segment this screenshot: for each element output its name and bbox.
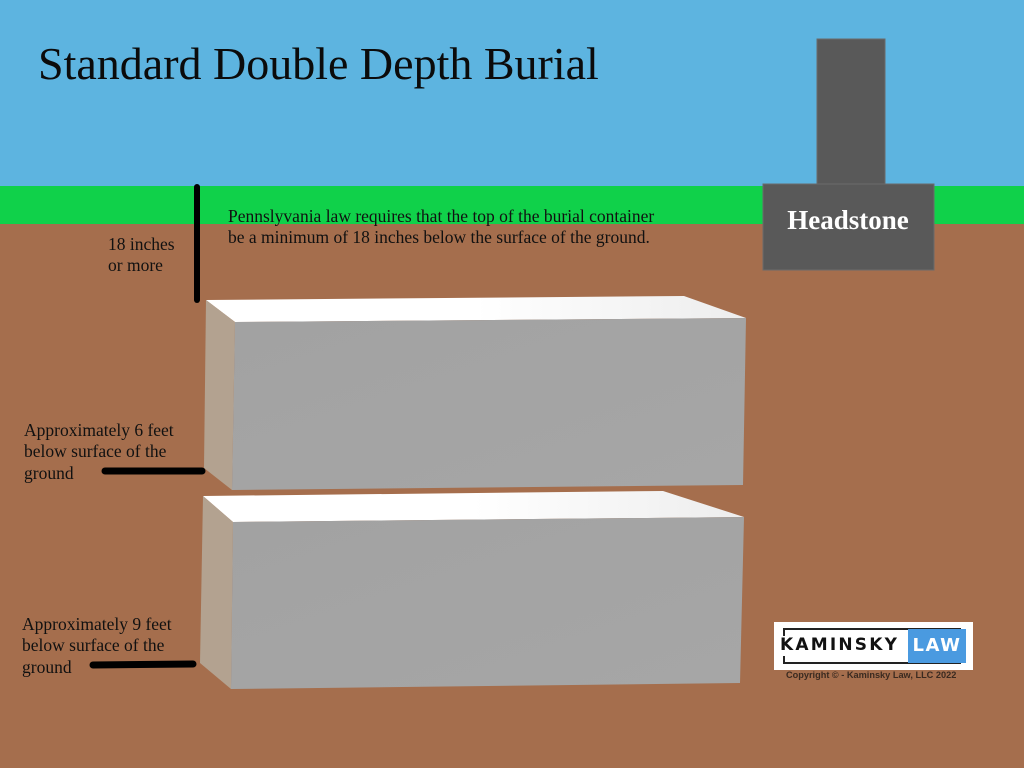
diagram-title: Standard Double Depth Burial: [38, 38, 599, 89]
logo-law-badge: LAW: [908, 629, 966, 663]
upper-container-front-face: [232, 318, 746, 490]
law-requirement-note: Pennslyvania law requires that the top o…: [228, 206, 655, 248]
depth-18-inch-label: 18 inches or more: [108, 234, 175, 276]
copyright-notice: Copyright © - Kaminsky Law, LLC 2022: [786, 670, 957, 680]
logo-name-text: KAMINSKY: [780, 635, 900, 655]
lower-container-front-face: [231, 517, 744, 689]
lower-container-side-face: [200, 496, 233, 689]
logo-frame: [783, 628, 961, 664]
headstone-label: Headstone: [787, 205, 909, 235]
upper-container-top-face: [206, 296, 746, 322]
depth-6-ft-label: Approximately 6 feet below surface of th…: [24, 420, 174, 483]
upper-burial-container: [204, 296, 746, 490]
headstone-base: [762, 183, 935, 271]
lower-container-top-face: [203, 491, 744, 522]
upper-container-side-face: [204, 300, 235, 490]
headstone: [762, 38, 935, 271]
depth-9-ft-marker: [89, 660, 197, 669]
kaminsky-law-logo: KAMINSKY LAW: [774, 622, 973, 670]
headstone-upright: [816, 38, 886, 190]
lower-burial-container: [200, 491, 744, 689]
depth-9-ft-label: Approximately 9 feet below surface of th…: [22, 614, 172, 677]
